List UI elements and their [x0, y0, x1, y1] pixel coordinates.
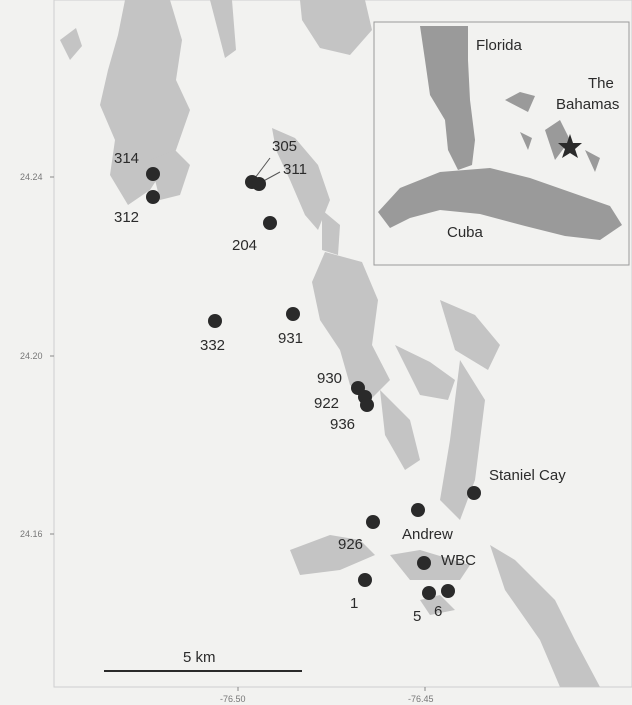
site-marker-311[interactable] — [252, 177, 266, 191]
site-labels: 314 312 305 311 204 332 931 930 922 936 … — [114, 138, 566, 625]
site-marker-931[interactable] — [286, 307, 300, 321]
site-label-5: 5 — [413, 608, 421, 625]
inset-florida — [420, 26, 475, 170]
site-marker-312[interactable] — [146, 190, 160, 204]
inset-bahamas — [505, 92, 600, 172]
y-tick-label: 24.24 — [20, 172, 43, 182]
site-label-6: 6 — [434, 603, 442, 620]
site-label-staniel-cay: Staniel Cay — [489, 467, 566, 484]
site-label-931: 931 — [278, 330, 303, 347]
site-marker-936[interactable] — [360, 398, 374, 412]
x-tick-label: -76.50 — [220, 694, 246, 704]
x-axis — [237, 687, 426, 691]
inset-cuba — [378, 168, 622, 240]
inset-label-cuba: Cuba — [447, 224, 484, 241]
site-marker-5[interactable] — [422, 586, 436, 600]
site-marker-wbc[interactable] — [417, 556, 431, 570]
site-label-311: 311 — [283, 161, 307, 178]
inset-label-the: The — [588, 75, 614, 92]
y-tick-label: 24.16 — [20, 529, 43, 539]
site-label-204: 204 — [232, 237, 257, 254]
scale-bar: 5 km — [104, 649, 302, 672]
site-marker-andrew[interactable] — [411, 503, 425, 517]
site-label-305: 305 — [272, 138, 297, 155]
site-label-314: 314 — [114, 150, 139, 167]
site-marker-204[interactable] — [263, 216, 277, 230]
site-marker-314[interactable] — [146, 167, 160, 181]
site-label-936: 936 — [330, 416, 355, 433]
site-marker-6[interactable] — [441, 584, 455, 598]
site-marker-1[interactable] — [358, 573, 372, 587]
site-label-wbc: WBC — [441, 552, 476, 569]
site-marker-332[interactable] — [208, 314, 222, 328]
site-label-926: 926 — [338, 536, 363, 553]
x-tick-label: -76.45 — [408, 694, 434, 704]
site-label-930: 930 — [317, 370, 342, 387]
scale-bar-label: 5 km — [183, 649, 216, 666]
site-marker-926[interactable] — [366, 515, 380, 529]
site-label-332: 332 — [200, 337, 225, 354]
site-label-312: 312 — [114, 209, 139, 226]
y-tick-label: 24.20 — [20, 351, 43, 361]
site-marker-staniel-cay[interactable] — [467, 486, 481, 500]
site-markers — [146, 167, 481, 600]
site-label-922: 922 — [314, 395, 339, 412]
y-axis — [50, 176, 54, 535]
inset-label-bahamas: Bahamas — [556, 96, 619, 113]
land-masses — [60, 0, 600, 687]
inset-label-florida: Florida — [476, 37, 523, 54]
location-star-icon — [558, 134, 582, 158]
site-label-1: 1 — [350, 595, 358, 612]
site-label-andrew: Andrew — [402, 526, 453, 543]
inset-map: Florida The Bahamas Cuba — [373, 21, 630, 266]
